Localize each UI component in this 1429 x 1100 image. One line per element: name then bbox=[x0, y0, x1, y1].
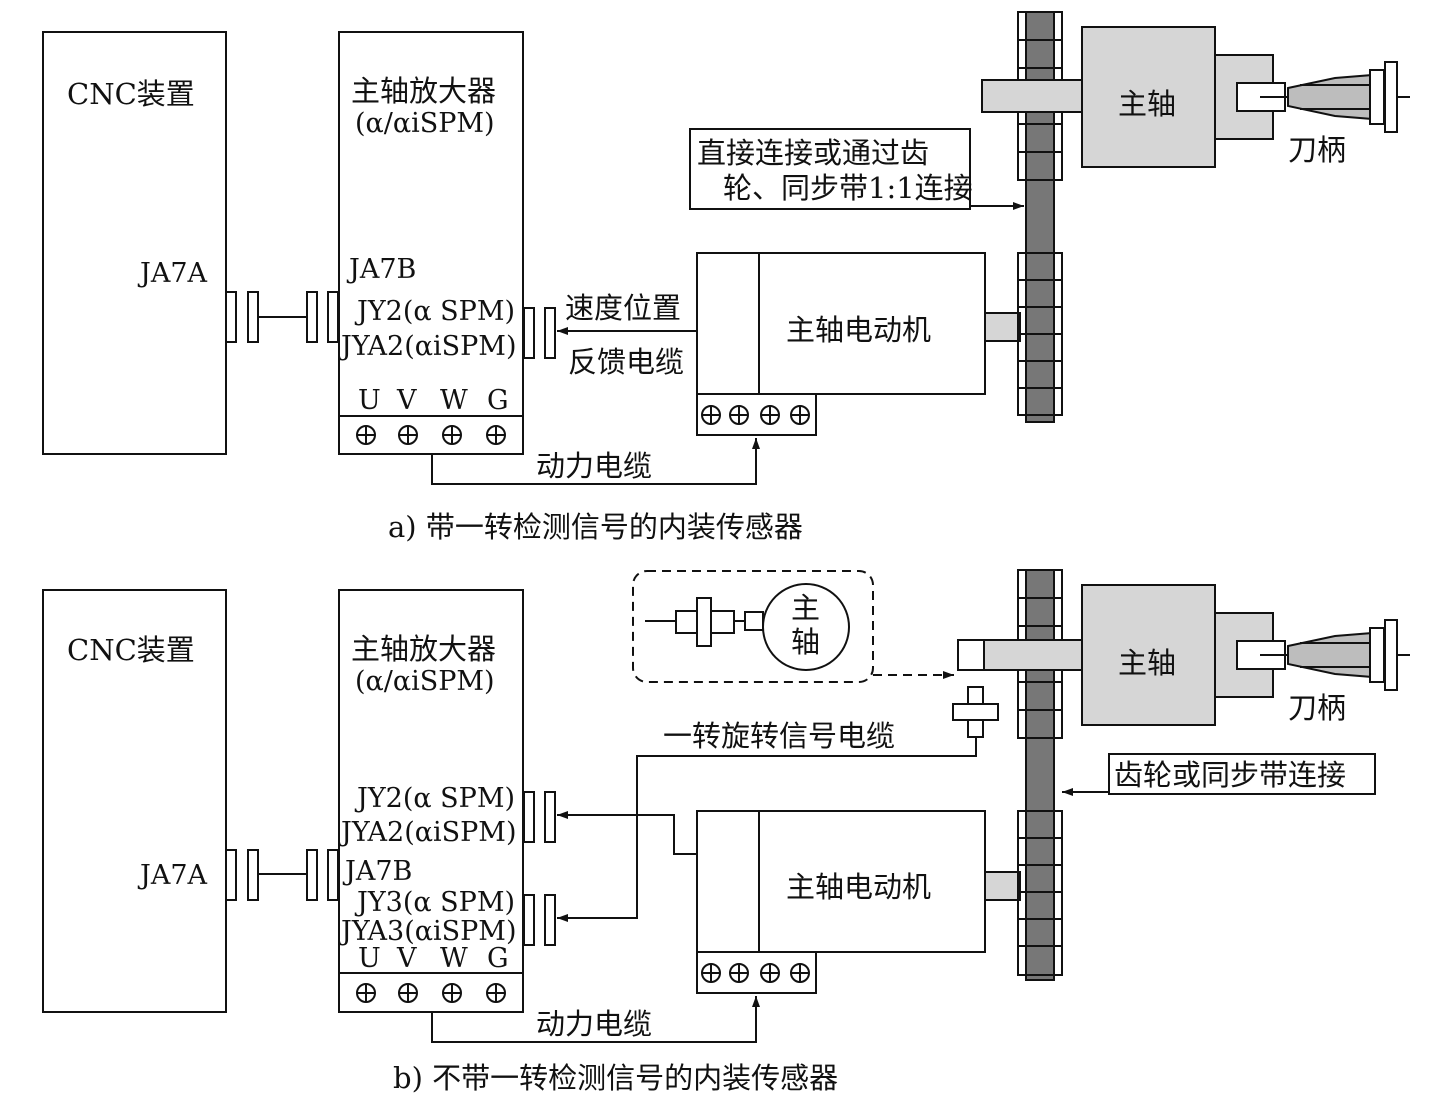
motor-label-a: 主轴电动机 bbox=[786, 313, 931, 347]
feedback-connector-b bbox=[523, 791, 697, 855]
note-box-a bbox=[689, 128, 971, 210]
spindle-label-a: 主轴 bbox=[1118, 87, 1176, 121]
terminal-v-a: V bbox=[396, 385, 417, 416]
amp-terminal-strip-a bbox=[339, 415, 523, 445]
gear-train-a bbox=[1017, 11, 1063, 423]
motor-terminal-strip-a bbox=[696, 393, 817, 436]
detail-spindle-circle bbox=[762, 583, 850, 671]
power-cable-line-b bbox=[431, 996, 760, 1043]
terminal-g-b: G bbox=[487, 943, 509, 974]
amp-title-b: 主轴放大器 bbox=[351, 632, 496, 666]
one-rev-sensor-b bbox=[952, 686, 999, 738]
connector-ja7a-ja7b-b bbox=[225, 849, 339, 901]
one-rev-connector-b bbox=[523, 737, 977, 946]
feedback-cable-label2-a: 反馈电缆 bbox=[568, 345, 684, 379]
amp-terminal-strip-b bbox=[339, 972, 523, 1003]
motor-shaft-a bbox=[984, 312, 1021, 342]
terminal-u-b: U bbox=[358, 943, 381, 974]
motor-terminal-strip-b bbox=[696, 951, 817, 994]
power-cable-line-a bbox=[431, 438, 760, 485]
spindle-amplifier-a bbox=[338, 31, 524, 455]
spindle-body-b bbox=[1081, 584, 1216, 726]
spindle-label-b: 主轴 bbox=[1118, 646, 1176, 680]
motor-shaft-b bbox=[984, 871, 1021, 901]
diagram-b: CNC装置 JA7A 主轴放大器 (α/αiSPM) JY2(α SPM) JY… bbox=[42, 569, 1410, 1095]
gear-note-box-b bbox=[1108, 753, 1376, 795]
cnc-label-a: CNC装置 bbox=[67, 77, 195, 111]
gear-note-label-b: 齿轮或同步带连接 bbox=[1114, 758, 1346, 792]
terminal-u-a: U bbox=[358, 385, 381, 416]
diagram-a: CNC装置 JA7A 主轴放大器 (α/αiSPM) JA7B JY2(α SP… bbox=[42, 11, 1410, 544]
amp-port-jy2-b: JY2(α SPM) bbox=[354, 783, 515, 814]
caption-b: b) 不带一转检测信号的内装传感器 bbox=[393, 1061, 838, 1095]
motor-label-b: 主轴电动机 bbox=[786, 870, 931, 904]
terminal-w-b: W bbox=[440, 943, 468, 974]
spindle-amplifier-b bbox=[338, 589, 524, 1013]
cnc-label-b: CNC装置 bbox=[67, 633, 195, 667]
connector-ja7a-ja7b-a bbox=[225, 291, 339, 343]
spindle-motor-a bbox=[696, 252, 986, 395]
detail-view-b: 主 轴 bbox=[632, 570, 954, 683]
caption-a: a) 带一转检测信号的内装传感器 bbox=[388, 510, 803, 544]
terminal-v-b: V bbox=[396, 943, 417, 974]
gear-train-b bbox=[1017, 569, 1063, 981]
cnc-unit-b bbox=[42, 589, 227, 1013]
detail-spindle-char2: 轴 bbox=[791, 625, 820, 659]
note-line1-a: 直接连接或通过齿 bbox=[697, 136, 929, 170]
note-line2-a: 轮、同步带1:1连接 bbox=[723, 171, 973, 205]
feedback-connector-a bbox=[523, 307, 697, 359]
amp-port-jy2-a: JY2(α SPM) bbox=[354, 296, 515, 327]
cnc-port-ja7a-a: JA7A bbox=[137, 258, 208, 289]
one-rev-cable-label-b: 一转旋转信号电缆 bbox=[663, 719, 895, 753]
tool-holder-label-b: 刀柄 bbox=[1288, 691, 1346, 725]
terminal-g-a: G bbox=[487, 385, 509, 416]
spindle-shaft-a bbox=[981, 79, 1083, 113]
amp-title-a: 主轴放大器 bbox=[351, 74, 496, 108]
tool-holder-label-a: 刀柄 bbox=[1288, 133, 1346, 167]
terminal-w-a: W bbox=[440, 385, 468, 416]
amp-port-ja7b-a: JA7B bbox=[346, 254, 416, 285]
amp-port-jy3-b: JY3(α SPM) bbox=[354, 887, 515, 918]
amp-subtitle-a: (α/αiSPM) bbox=[355, 108, 495, 139]
amp-port-jya2-a: JYA2(αiSPM) bbox=[338, 331, 516, 362]
power-cable-label-a: 动力电缆 bbox=[536, 449, 652, 483]
amp-port-jya2-b: JYA2(αiSPM) bbox=[338, 817, 516, 848]
amp-port-ja7b-b: JA7B bbox=[342, 856, 412, 887]
amp-port-jya3-b: JYA3(αiSPM) bbox=[338, 916, 516, 947]
cnc-port-ja7a-b: JA7A bbox=[137, 860, 208, 891]
amp-subtitle-b: (α/αiSPM) bbox=[355, 666, 495, 697]
tool-holder-b bbox=[1260, 619, 1410, 691]
spindle-body-a bbox=[1081, 26, 1216, 168]
tool-holder-a bbox=[1260, 61, 1410, 133]
feedback-cable-label1-a: 速度位置 bbox=[565, 291, 681, 325]
cnc-unit-a bbox=[42, 31, 227, 455]
power-cable-label-b: 动力电缆 bbox=[536, 1007, 652, 1041]
detail-spindle-char1: 主 bbox=[791, 591, 820, 625]
